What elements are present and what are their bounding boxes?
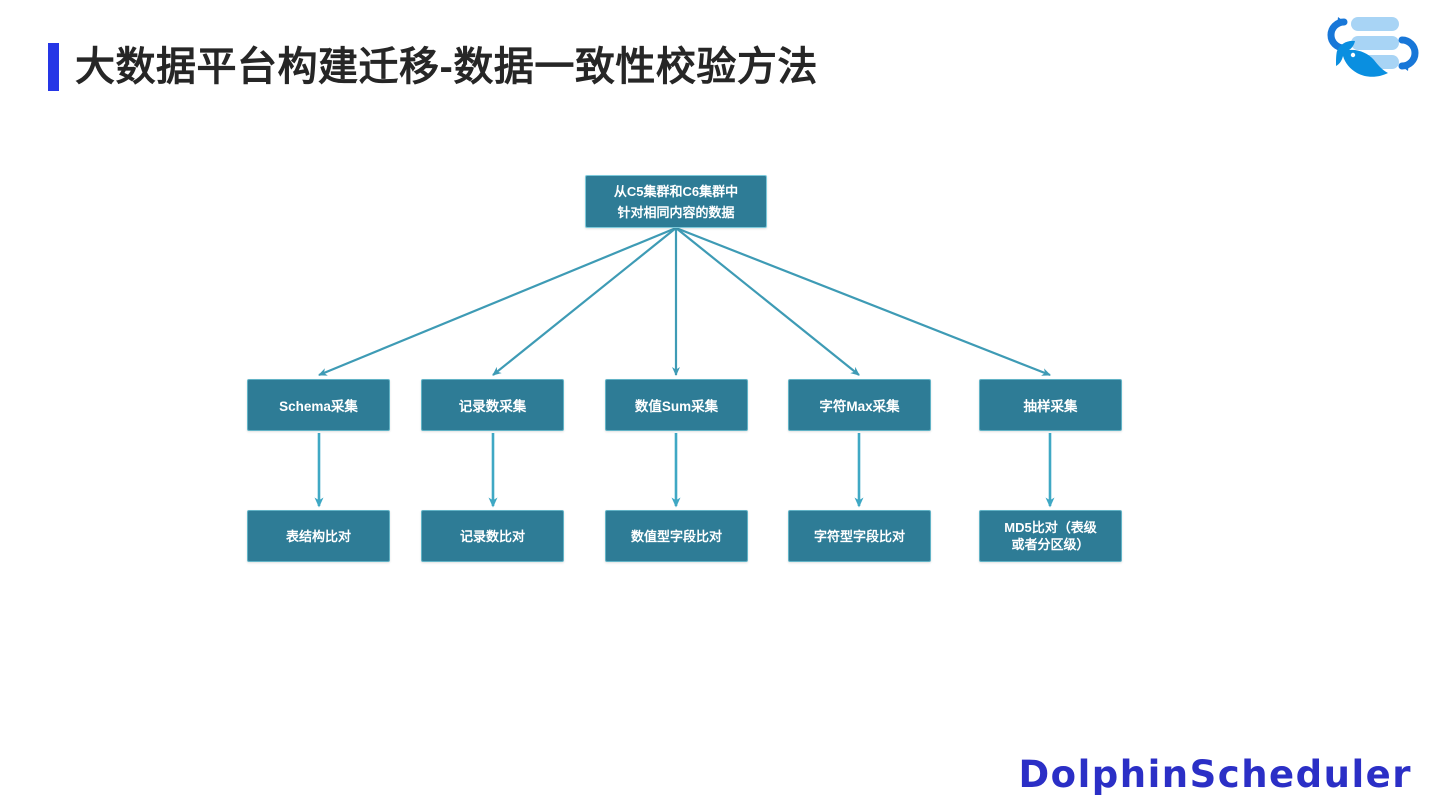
- title-accent-bar: [48, 43, 59, 91]
- node-collect-count[interactable]: 记录数采集: [421, 379, 564, 431]
- connector-root-to-sample: [675, 226, 1051, 377]
- connector-root-to-max: [675, 227, 860, 376]
- node-compare-sum-label: 数值型字段比对: [630, 528, 722, 544]
- node-collect-sum-label: 数值Sum采集: [634, 399, 719, 414]
- node-compare-sample-label: MD5比对（表级 或者分区级）: [1004, 520, 1097, 552]
- page-title: 大数据平台构建迁移-数据一致性校验方法: [48, 38, 818, 96]
- node-root-source[interactable]: 从C5集群和C6集群中 针对相同内容的数据: [585, 175, 767, 228]
- node-collect-sample-label: 抽样采集: [1023, 399, 1078, 414]
- vertical-connectors: [314, 433, 1055, 508]
- node-collect-max-label: 字符Max采集: [819, 399, 900, 414]
- node-collect-max[interactable]: 字符Max采集: [788, 379, 931, 431]
- connector-root-to-count: [492, 227, 677, 376]
- node-compare-max-label: 字符型字段比对: [813, 528, 905, 544]
- node-root-label: 从C5集群和C6集群中 针对相同内容的数据: [613, 183, 739, 220]
- node-compare-count-label: 记录数比对: [459, 528, 525, 544]
- node-collect-sum[interactable]: 数值Sum采集: [605, 379, 748, 431]
- node-compare-count[interactable]: 记录数比对: [421, 510, 564, 562]
- node-collect-schema[interactable]: Schema采集: [247, 379, 390, 431]
- connector-root-to-schema: [318, 226, 677, 377]
- node-collect-count-label: 记录数采集: [458, 399, 527, 414]
- node-compare-sum[interactable]: 数值型字段比对: [605, 510, 748, 562]
- dolphinscheduler-logo: [1314, 8, 1422, 84]
- page-title-text: 大数据平台构建迁移-数据一致性校验方法: [75, 45, 818, 89]
- node-compare-sample[interactable]: MD5比对（表级 或者分区级）: [979, 510, 1122, 562]
- node-compare-max[interactable]: 字符型字段比对: [788, 510, 931, 562]
- fanout-connectors: [318, 226, 1051, 377]
- node-collect-schema-label: Schema采集: [279, 399, 358, 414]
- node-collect-sample[interactable]: 抽样采集: [979, 379, 1122, 431]
- footer-wordmark: DolphinScheduler: [1018, 753, 1412, 796]
- node-compare-schema-label: 表结构比对: [285, 528, 351, 544]
- node-compare-schema[interactable]: 表结构比对: [247, 510, 390, 562]
